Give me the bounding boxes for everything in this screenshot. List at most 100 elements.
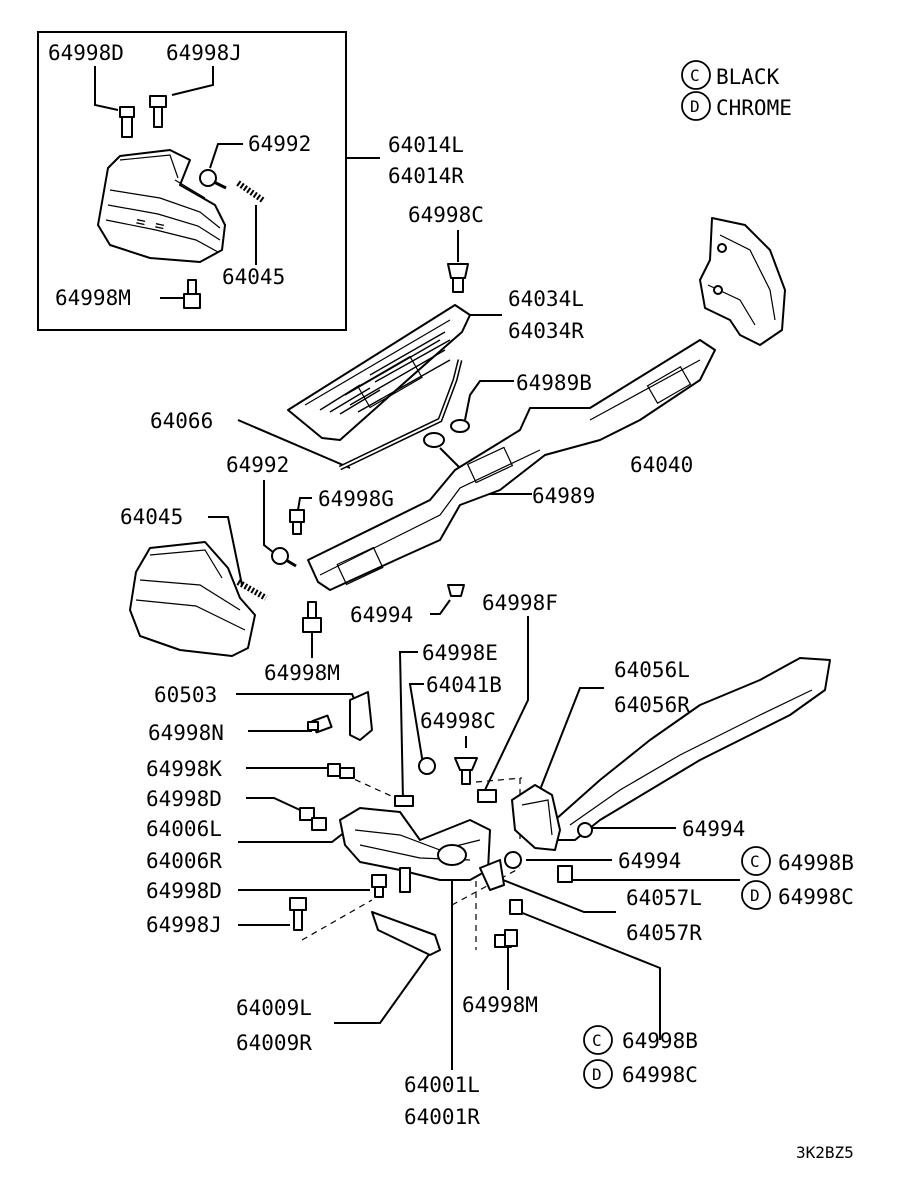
label-64056L: 64056L (614, 658, 690, 682)
label-64001R: 64001R (404, 1105, 480, 1129)
inset-leader-64998J (171, 66, 214, 96)
legend-chrome-circle (681, 91, 711, 121)
label-64009L: 64009L (236, 996, 312, 1020)
label-64041B: 64041B (426, 673, 502, 697)
clip-64998C-mid (454, 757, 478, 785)
label-64014L: 64014L (388, 133, 464, 157)
spring-64045-inset (236, 180, 266, 204)
label-64998C-lower: 64998C (622, 1063, 698, 1087)
bumper-beam-64040 (307, 339, 716, 591)
screw-64992-inset (199, 169, 227, 190)
bracket-64056 (511, 784, 561, 851)
label-64009R: 64009R (236, 1031, 312, 1055)
end-cap-right (699, 217, 786, 346)
spring-64045 (236, 579, 268, 601)
label-64998G: 64998G (318, 487, 394, 511)
label-64989B: 64989B (516, 371, 592, 395)
inset-leader-64998D (94, 66, 119, 111)
label-64994-right: 64994 (682, 817, 745, 841)
clip-64998C-top (447, 263, 469, 293)
label-64066: 64066 (150, 409, 213, 433)
plate-60503 (349, 691, 373, 741)
mount-bracket-64006 (339, 807, 491, 893)
code-circle-c-1 (741, 846, 771, 876)
bolt-64998J-inset (149, 95, 167, 128)
bolt-64998N (307, 714, 333, 734)
leader-lines (208, 230, 740, 1070)
bolt-64998B-right (557, 865, 573, 883)
label-64998N: 64998N (148, 721, 224, 745)
label-64994-lower: 64994 (618, 849, 681, 873)
label-64998J: 64998J (146, 913, 222, 937)
label-64998C-right: 64998C (778, 885, 854, 909)
code-d-2: D (592, 1065, 602, 1084)
inset-label-64045: 64045 (222, 265, 285, 289)
label-64998D-lower: 64998D (146, 879, 222, 903)
dashed-guides (301, 774, 523, 950)
pad-64989B (450, 419, 470, 433)
code-circle-d-2 (583, 1059, 613, 1089)
code-d-1: D (750, 886, 760, 905)
code-circle-d-1 (741, 880, 771, 910)
legend-chrome-text: CHROME (716, 96, 792, 120)
inset-label-64998M: 64998M (55, 286, 131, 310)
end-cap-inset: = = (97, 149, 226, 263)
code-c-2: C (592, 1031, 602, 1050)
code-circle-c-2 (583, 1025, 613, 1055)
label-64989: 64989 (532, 484, 595, 508)
bolt-64998B-lower (509, 899, 523, 915)
label-64006R: 64006R (146, 849, 222, 873)
bolt-64998M-inset (183, 279, 201, 309)
washer-64998E (418, 757, 436, 775)
label-64057L: 64057L (626, 886, 702, 910)
clip-64994-lower (504, 851, 522, 869)
inset-leader-64992 (209, 143, 243, 169)
label-64034L: 64034L (508, 287, 584, 311)
inset-label-64998D: 64998D (48, 41, 124, 65)
legend-black-code: C (690, 66, 700, 85)
label-64056R: 64056R (614, 693, 690, 717)
legend-black: C BLACK (681, 60, 780, 90)
frame-rail (554, 657, 831, 841)
inset-label-64998J: 64998J (166, 41, 242, 65)
label-64998K: 64998K (146, 757, 222, 781)
label-64998C-mid: 64998C (420, 709, 496, 733)
label-64045: 64045 (120, 505, 183, 529)
inset-box (37, 31, 347, 331)
step-plate-64034 (287, 304, 471, 441)
label-64998C-top: 64998C (408, 203, 484, 227)
label-64998M-left: 64998M (264, 661, 340, 685)
bolt-64998J (289, 897, 307, 931)
legend-chrome: D CHROME (681, 91, 792, 121)
bolt-64998M-left (302, 601, 322, 633)
clip-64994-mid (447, 584, 465, 597)
label-64034R: 64034R (508, 319, 584, 343)
legend-chrome-code: D (690, 97, 700, 116)
label-64998F: 64998F (482, 591, 558, 615)
label-64998M-lower: 64998M (462, 993, 538, 1017)
label-64992: 64992 (226, 453, 289, 477)
diagram-id: 3K2BZ5 (796, 1143, 854, 1162)
label-64057R: 64057R (626, 921, 702, 945)
pad-64989 (423, 432, 445, 448)
bolt-64998D (299, 807, 327, 831)
legend-black-text: BLACK (716, 65, 780, 89)
label-60503: 60503 (154, 683, 217, 707)
bolt-64998K (327, 763, 355, 779)
bracket-64057 (479, 859, 505, 891)
bolt-64998G (289, 509, 305, 535)
label-64998D: 64998D (146, 787, 222, 811)
bolt-64041B (394, 795, 414, 807)
bolt-64998D-inset (119, 106, 135, 138)
inset-label-64992: 64992 (248, 132, 311, 156)
label-64014R: 64014R (388, 164, 464, 188)
screw-64992 (271, 547, 297, 568)
label-64998E: 64998E (422, 641, 498, 665)
label-64998B-right: 64998B (778, 851, 854, 875)
legend-black-circle (681, 60, 711, 90)
clip-64994-right (577, 822, 593, 838)
bolt-64998F (477, 789, 497, 803)
code-c-1: C (750, 852, 760, 871)
rail-64066 (338, 359, 463, 471)
